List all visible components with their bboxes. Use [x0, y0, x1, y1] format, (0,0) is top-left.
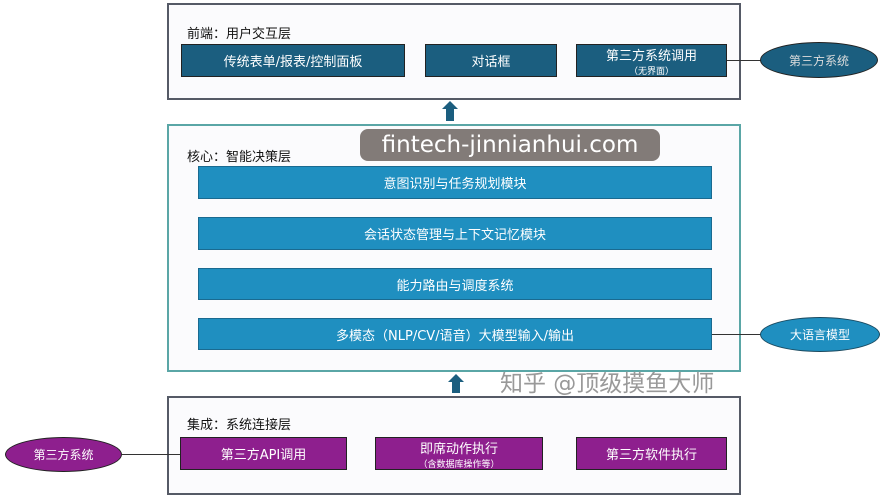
site-watermark: fintech-jinnianhui.com [360, 129, 660, 161]
third-party-software-box: 第三方软件执行 [576, 437, 727, 470]
connector-line [727, 60, 762, 61]
adhoc-action-box: 即席动作执行 （含数据库操作等） [375, 437, 543, 470]
sublabel: （含数据库操作等） [418, 459, 500, 470]
label: 大语言模型 [789, 328, 850, 342]
label: 第三方系统调用 [605, 48, 697, 64]
integration-title: 集成：系统连接层 [187, 418, 292, 433]
label: 第三方API调用 [220, 448, 307, 463]
label: 传统表单/报表/控制面板 [223, 55, 363, 70]
label: 对话框 [471, 55, 511, 70]
sublabel: （无界面） [628, 66, 674, 77]
core-title: 核心：智能决策层 [187, 150, 292, 165]
label: 第三方软件执行 [605, 448, 697, 463]
intent-module: 意图识别与任务规划模块 [198, 166, 712, 199]
connector-line [712, 334, 762, 335]
frontend-title: 前端：用户交互层 [187, 27, 292, 42]
capability-routing-module: 能力路由与调度系统 [198, 268, 712, 300]
connector-line [122, 454, 180, 455]
arrow-stem [446, 109, 454, 121]
multimodal-io-module: 多模态（NLP/CV/语音）大模型输入/输出 [198, 318, 712, 350]
label: 第三方系统 [788, 53, 849, 68]
session-memory-module: 会话状态管理与上下文记忆模块 [198, 217, 712, 250]
third-party-call-box: 第三方系统调用 （无界面） [576, 44, 727, 77]
label: 第三方系统 [33, 448, 94, 462]
traditional-forms-box: 传统表单/报表/控制面板 [181, 44, 405, 77]
llm-ellipse: 大语言模型 [760, 317, 880, 352]
label: 即席动作执行 [419, 441, 498, 457]
arrow-up-icon [442, 101, 458, 109]
zhihu-watermark: 知乎 @顶级摸鱼大师 [500, 371, 715, 397]
third-party-system-bottom: 第三方系统 [5, 437, 122, 472]
third-party-api-box: 第三方API调用 [180, 437, 347, 470]
dialog-box: 对话框 [425, 44, 557, 77]
arrow-stem [452, 382, 460, 393]
third-party-system-top: 第三方系统 [760, 42, 878, 78]
arrow-up-icon [448, 374, 464, 382]
